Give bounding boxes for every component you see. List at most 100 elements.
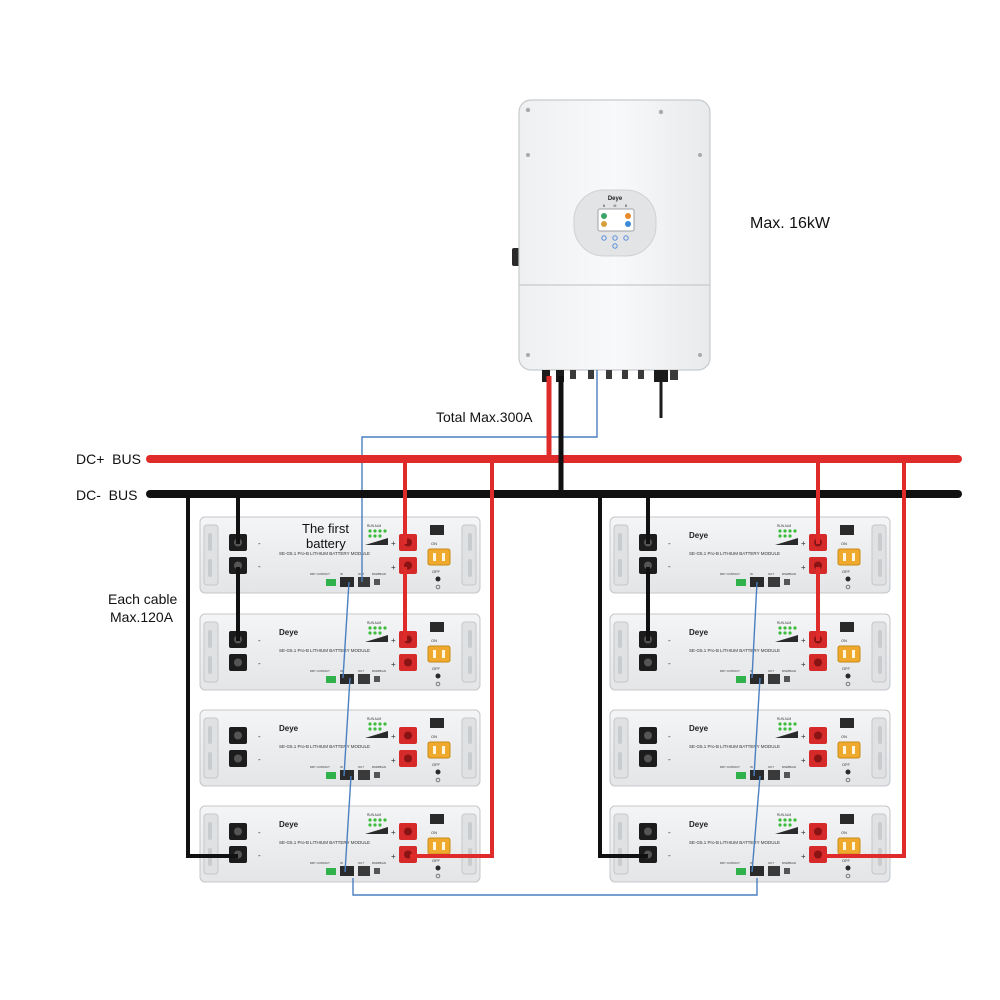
battery-brand-logo: Deye bbox=[279, 820, 299, 829]
port-label: CAN bbox=[380, 861, 386, 865]
port-label: OUT bbox=[768, 861, 774, 865]
led-label: RUN ALM bbox=[367, 813, 382, 817]
port-label: RS485 bbox=[782, 669, 791, 673]
switch-on-label: ON bbox=[841, 830, 847, 835]
battery-module-type-label: LITHIUM BATTERY MODULE bbox=[310, 744, 370, 749]
battery-model-label: SE-G5.1 Pro-B bbox=[689, 648, 719, 653]
negative-sign-label: - bbox=[258, 562, 261, 571]
battery-model-label: SE-G5.1 Pro-B bbox=[689, 744, 719, 749]
right-bank-link-cables bbox=[751, 581, 761, 873]
inverter-button-icon bbox=[612, 243, 618, 249]
positive-sign-label: + bbox=[801, 732, 806, 741]
positive-sign-label: + bbox=[801, 852, 806, 861]
port-label: OUT bbox=[358, 572, 364, 576]
led-label: RUN ALM bbox=[777, 524, 792, 528]
battery-module-type-label: LITHIUM BATTERY MODULE bbox=[720, 648, 780, 653]
positive-sign-label: + bbox=[391, 660, 396, 669]
port-label: DRY CONTACT bbox=[310, 861, 330, 865]
led-label: RUN ALM bbox=[777, 813, 792, 817]
negative-sign-label: - bbox=[668, 636, 671, 645]
port-label: RS485 bbox=[782, 572, 791, 576]
port-label: IN bbox=[750, 669, 753, 673]
battery-brand-logo: Deye bbox=[689, 531, 709, 540]
first-battery-label-line1: The first bbox=[302, 521, 349, 536]
switch-off-label: OFF bbox=[842, 666, 851, 671]
port-label: RS485 bbox=[782, 861, 791, 865]
positive-sign-label: + bbox=[391, 828, 396, 837]
port-label: IN bbox=[340, 669, 343, 673]
battery-model-label: SE-G5.1 Pro-B bbox=[689, 840, 719, 845]
battery-brand-logo: Deye bbox=[689, 820, 709, 829]
positive-sign-label: + bbox=[391, 756, 396, 765]
battery-module-type-label: LITHIUM BATTERY MODULE bbox=[310, 648, 370, 653]
negative-sign-label: - bbox=[668, 755, 671, 764]
battery-brand-logo: Deye bbox=[279, 724, 299, 733]
negative-sign-label: - bbox=[258, 755, 261, 764]
positive-sign-label: + bbox=[391, 852, 396, 861]
port-label: OUT bbox=[358, 765, 364, 769]
port-label: CAN bbox=[380, 572, 386, 576]
port-label: CAN bbox=[790, 669, 796, 673]
battery-brand-logo: Deye bbox=[689, 724, 709, 733]
port-label: DRY CONTACT bbox=[310, 572, 330, 576]
svg-text:N: N bbox=[603, 204, 606, 208]
port-label: DRY CONTACT bbox=[720, 669, 740, 673]
negative-sign-label: - bbox=[258, 851, 261, 860]
switch-off-label: OFF bbox=[842, 762, 851, 767]
switch-off-label: OFF bbox=[432, 666, 441, 671]
port-label: RS485 bbox=[372, 572, 381, 576]
switch-off-label: OFF bbox=[432, 858, 441, 863]
positive-sign-label: + bbox=[801, 539, 806, 548]
port-label: CAN bbox=[380, 765, 386, 769]
inverter-lcd-screen bbox=[597, 208, 635, 232]
total-current-label: Total Max.300A bbox=[436, 409, 533, 425]
negative-sign-label: - bbox=[258, 539, 261, 548]
battery-module-type-label: LITHIUM BATTERY MODULE bbox=[720, 840, 780, 845]
port-label: DRY CONTACT bbox=[720, 572, 740, 576]
port-label: IN bbox=[750, 765, 753, 769]
port-label: IN bbox=[340, 765, 343, 769]
port-label: OUT bbox=[768, 765, 774, 769]
switch-on-label: ON bbox=[431, 734, 437, 739]
each-cable-label-line1: Each cable bbox=[108, 591, 177, 607]
port-label: RS485 bbox=[782, 765, 791, 769]
svg-text:M: M bbox=[614, 204, 617, 208]
port-label: CAN bbox=[380, 669, 386, 673]
positive-sign-label: + bbox=[391, 732, 396, 741]
led-label: RUN ALM bbox=[367, 717, 382, 721]
port-label: DRY CONTACT bbox=[310, 765, 330, 769]
positive-sign-label: + bbox=[801, 828, 806, 837]
bank-to-bank-comm-cable bbox=[352, 878, 758, 896]
switch-on-label: ON bbox=[431, 541, 437, 546]
dc-minus-bus-label: DC- BUS bbox=[76, 487, 137, 503]
switch-on-label: ON bbox=[431, 830, 437, 835]
switch-off-label: OFF bbox=[432, 762, 441, 767]
first-battery-label-line2: battery bbox=[306, 536, 346, 551]
port-label: IN bbox=[340, 861, 343, 865]
port-label: CAN bbox=[790, 572, 796, 576]
right-bank-negative-return-cable bbox=[598, 492, 648, 858]
port-label: IN bbox=[750, 861, 753, 865]
inverter-button-icon bbox=[623, 235, 629, 241]
port-label: RS485 bbox=[372, 861, 381, 865]
inverter-button-icon bbox=[601, 235, 607, 241]
left-bank-positive-return-cable bbox=[410, 459, 494, 858]
positive-sign-label: + bbox=[801, 563, 806, 572]
port-label: RS485 bbox=[372, 669, 381, 673]
positive-sign-label: + bbox=[391, 636, 396, 645]
port-label: DRY CONTACT bbox=[720, 765, 740, 769]
battery-module-type-label: LITHIUM BATTERY MODULE bbox=[310, 840, 370, 845]
led-label: RUN ALM bbox=[367, 621, 382, 625]
negative-sign-label: - bbox=[668, 659, 671, 668]
positive-sign-label: + bbox=[801, 636, 806, 645]
left-bank-link-cables bbox=[342, 581, 352, 873]
port-label: RS485 bbox=[372, 765, 381, 769]
battery-model-label: SE-G5.1 Pro-B bbox=[279, 744, 309, 749]
switch-off-label: OFF bbox=[432, 569, 441, 574]
inverter-button-icon bbox=[612, 235, 618, 241]
port-label: OUT bbox=[358, 669, 364, 673]
switch-on-label: ON bbox=[431, 638, 437, 643]
positive-sign-label: + bbox=[391, 563, 396, 572]
battery-module-type-label: LITHIUM BATTERY MODULE bbox=[310, 551, 370, 556]
negative-sign-label: - bbox=[258, 659, 261, 668]
